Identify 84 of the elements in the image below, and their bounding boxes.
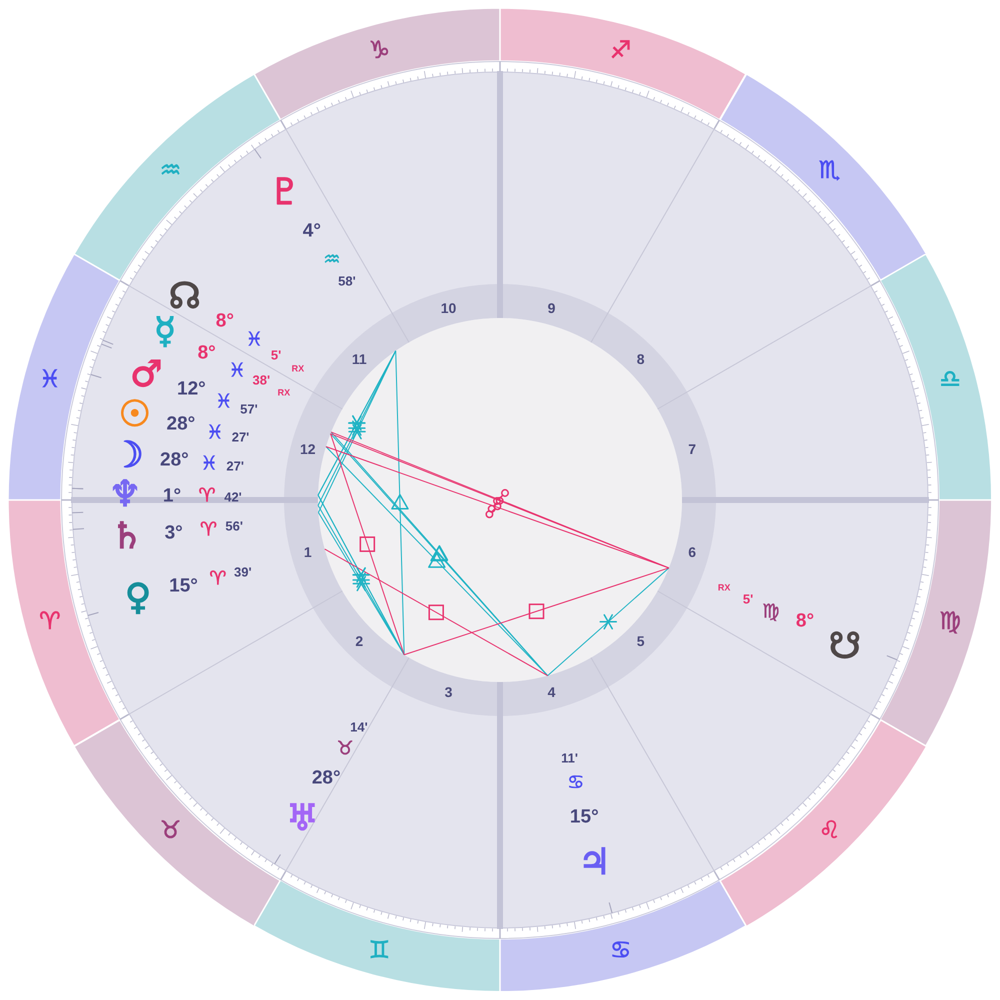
sign-symbol: ♍	[762, 602, 780, 622]
planet-symbol: ☋	[828, 629, 861, 666]
degree-label: 1°	[162, 486, 182, 506]
degree-label: 3°	[164, 524, 183, 543]
minute-label: 14'	[350, 720, 368, 734]
zodiac-sign-symbol: ♉	[160, 818, 182, 842]
minute-label: 58'	[338, 274, 356, 288]
zodiac-sign-segment	[500, 8, 746, 120]
planet-symbol: ☉	[118, 397, 151, 433]
house-number: 9	[548, 300, 556, 315]
planet-symbol: ♆	[108, 477, 142, 514]
sign-symbol: ♓	[206, 423, 224, 442]
planet-symbol: ♇	[268, 174, 302, 211]
house-number: 8	[636, 352, 645, 366]
zodiac-sign-segment	[880, 500, 992, 746]
zodiac-sign-symbol: ♍	[939, 608, 961, 633]
zodiac-sign-segment	[880, 254, 992, 500]
retrograde-label: RX	[278, 388, 290, 398]
sign-symbol: ♓	[228, 361, 246, 380]
zodiac-sign-segment	[720, 720, 926, 926]
zodiac-sign-symbol: ♌	[818, 818, 840, 842]
house-number: 1	[304, 544, 312, 558]
degree-label: 28°	[312, 768, 341, 788]
degree-label: 15°	[570, 808, 599, 826]
house-number: 6	[688, 544, 696, 558]
minute-label: 57'	[240, 402, 258, 416]
house-number: 2	[355, 634, 364, 648]
zodiac-sign-symbol: ♋	[610, 938, 632, 962]
planet-symbol: ♄	[110, 519, 144, 556]
minute-label: 39'	[234, 565, 252, 578]
zodiac-sign-segment	[74, 720, 280, 926]
house-number: 3	[444, 685, 452, 700]
sign-symbol: ♈	[200, 520, 218, 540]
degree-label: 28°	[160, 450, 189, 470]
sign-symbol: ♓	[200, 454, 218, 474]
planet-symbol: ♂	[130, 357, 162, 394]
zodiac-sign-segment	[500, 880, 746, 992]
minute-label: 27'	[232, 430, 250, 444]
zodiac-sign-segment	[254, 8, 500, 120]
minute-label: 56'	[225, 519, 243, 532]
planet-symbol: ♅	[286, 800, 319, 837]
minute-label: 11'	[561, 751, 578, 764]
sign-symbol: ♒	[323, 250, 340, 270]
degree-label: 8°	[796, 611, 814, 630]
zodiac-sign-symbol: ♐	[610, 38, 632, 62]
zodiac-sign-segment	[720, 74, 926, 280]
degree-label: 8°	[216, 312, 234, 331]
zodiac-sign-symbol: ♒	[160, 158, 182, 182]
retrograde-label: RX	[718, 584, 730, 593]
house-number: 12	[300, 442, 316, 456]
zodiac-sign-symbol: ♊	[368, 938, 390, 962]
minute-label: 5'	[742, 592, 754, 606]
zodiac-sign-symbol: ♓	[39, 367, 61, 392]
minute-label: 5'	[270, 348, 282, 362]
degree-label: 12°	[177, 379, 206, 398]
minute-label: 27'	[226, 460, 244, 473]
retrograde-label: RX	[292, 364, 304, 374]
minute-label: 38'	[252, 374, 270, 387]
zodiac-sign-segment	[254, 880, 500, 992]
minute-label: 42'	[224, 490, 242, 504]
planet-symbol: ☽	[111, 438, 144, 474]
degree-label: 8°	[198, 344, 216, 363]
sign-symbol: ♓	[246, 330, 263, 350]
zodiac-sign-symbol: ♈	[39, 608, 61, 633]
zodiac-sign-symbol: ♎	[939, 367, 961, 392]
zodiac-sign-symbol: ♏	[818, 158, 840, 182]
house-number: 11	[352, 352, 367, 366]
house-number: 7	[688, 442, 696, 456]
degree-label: 4°	[302, 222, 321, 241]
house-number: 5	[636, 634, 645, 648]
sign-symbol: ♓	[215, 392, 232, 412]
planet-symbol: ☿	[154, 314, 176, 350]
sign-symbol: ♋	[567, 774, 584, 792]
sign-symbol: ♉	[336, 739, 354, 758]
sign-symbol: ♈	[198, 486, 216, 506]
degree-label: 28°	[166, 414, 196, 434]
house-number: 4	[548, 685, 556, 700]
planet-symbol: ♀	[124, 580, 152, 616]
house-number: 10	[440, 300, 456, 315]
sign-symbol: ♈	[209, 570, 226, 589]
degree-label: 15°	[169, 576, 198, 596]
planet-symbol: ☊	[168, 278, 201, 315]
planet-symbol: ♃	[578, 844, 611, 881]
zodiac-sign-symbol: ♑	[368, 38, 390, 62]
